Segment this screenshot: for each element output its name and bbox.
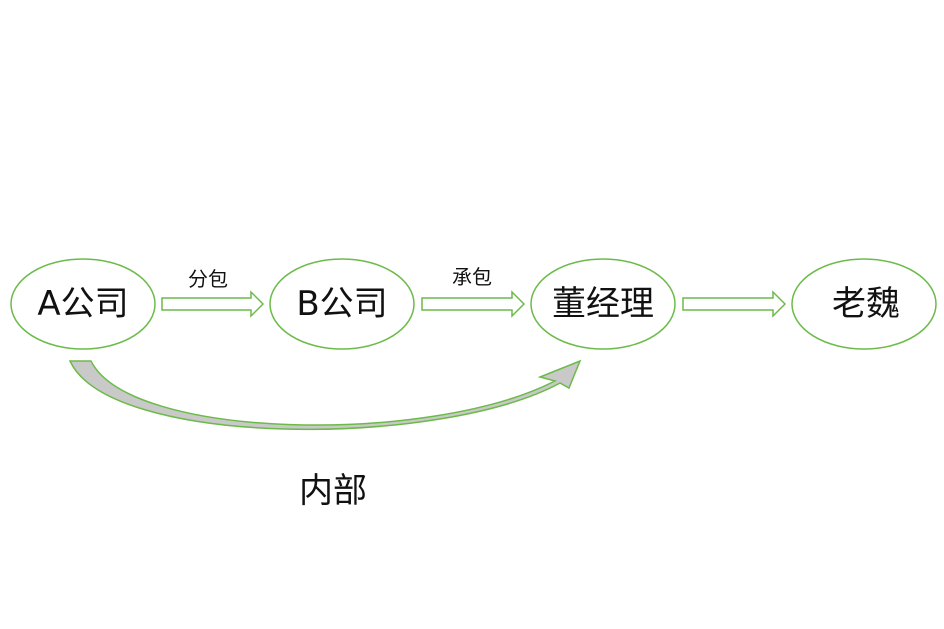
node-a-shape bbox=[10, 258, 156, 350]
node-b-company: B公司 bbox=[269, 258, 415, 350]
node-b-label: B公司 bbox=[296, 284, 387, 324]
node-b-shape bbox=[269, 258, 415, 350]
node-lao-wei: 老魏 bbox=[791, 258, 937, 350]
node-wei-shape bbox=[791, 258, 937, 350]
curve-label-internal: 内部 bbox=[299, 471, 367, 511]
node-wei-label: 老魏 bbox=[832, 284, 900, 324]
node-dong-label: 董经理 bbox=[552, 284, 654, 324]
node-dong-shape bbox=[530, 258, 676, 350]
curved-arrow-internal bbox=[68, 359, 582, 431]
arrow-b-to-dong bbox=[421, 290, 526, 318]
edge-label-contract: 承包 bbox=[452, 265, 492, 289]
arrow-dong-to-wei bbox=[682, 290, 787, 318]
node-dong-manager: 董经理 bbox=[530, 258, 676, 350]
node-a-label: A公司 bbox=[37, 284, 128, 324]
arrow-a-to-b bbox=[161, 290, 265, 318]
edge-label-subcontract: 分包 bbox=[188, 267, 228, 291]
node-a-company: A公司 bbox=[10, 258, 156, 350]
